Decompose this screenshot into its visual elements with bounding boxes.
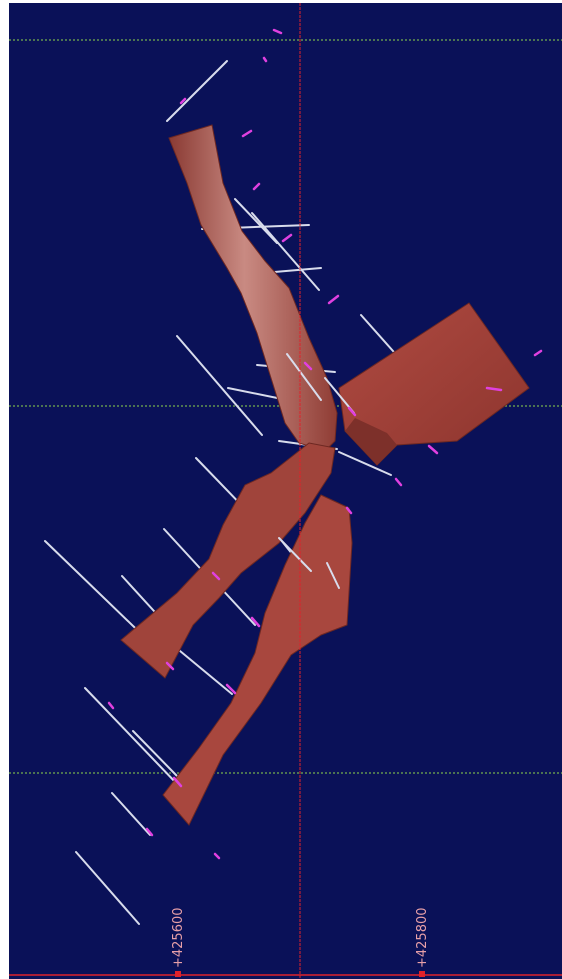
assay-intercept	[179, 97, 187, 105]
orebody-lower-arm	[162, 494, 353, 826]
3d-viewport[interactable]: +425600 +425800	[9, 3, 562, 979]
drillhole-trace	[234, 198, 278, 244]
drillhole-trace	[278, 537, 312, 572]
geology-scene[interactable]	[9, 3, 562, 979]
assay-intercept	[241, 129, 253, 138]
drillhole-trace	[251, 212, 320, 291]
drillhole-trace	[176, 335, 263, 436]
easting-tick-425800	[419, 971, 425, 977]
assay-intercept	[272, 28, 283, 35]
drillhole-trace	[132, 730, 178, 777]
drillhole-trace	[326, 562, 340, 589]
drillhole-trace	[75, 851, 140, 925]
assay-intercept	[172, 776, 183, 788]
assay-intercept	[211, 571, 221, 581]
orebody-left-arm	[120, 442, 336, 679]
assay-intercept	[250, 616, 261, 628]
orebody-plate-right-face	[345, 418, 397, 465]
assay-intercept	[281, 233, 293, 243]
easting-label-425800: +425800	[415, 907, 430, 968]
drillhole-trace	[111, 792, 151, 836]
assay-intercept	[345, 506, 353, 515]
drillhole-trace	[166, 60, 228, 122]
assay-intercepts	[107, 28, 543, 860]
drillhole-trace	[173, 645, 233, 695]
assay-intercept	[394, 477, 403, 487]
orebody-upper-ribbon	[168, 124, 338, 452]
assay-intercept	[485, 386, 503, 392]
drillhole-trace	[286, 353, 322, 401]
assay-intercept	[225, 683, 237, 695]
assay-intercept	[347, 406, 357, 417]
assay-intercept	[533, 349, 543, 357]
assay-intercept	[145, 827, 154, 837]
drillhole-trace	[338, 451, 392, 476]
orebody-solids[interactable]	[120, 124, 530, 826]
drillhole-trace	[84, 687, 180, 787]
assay-intercept	[427, 444, 439, 455]
easting-gridlines	[9, 3, 562, 979]
easting-label-425600: +425600	[171, 907, 186, 968]
assay-intercept	[213, 852, 221, 860]
easting-tick-425600	[175, 971, 181, 977]
assay-intercept	[252, 182, 261, 191]
assay-intercept	[107, 701, 115, 710]
assay-intercept	[262, 56, 268, 63]
assay-intercept	[165, 661, 175, 671]
assay-intercept	[327, 294, 340, 305]
assay-intercept	[303, 361, 313, 371]
